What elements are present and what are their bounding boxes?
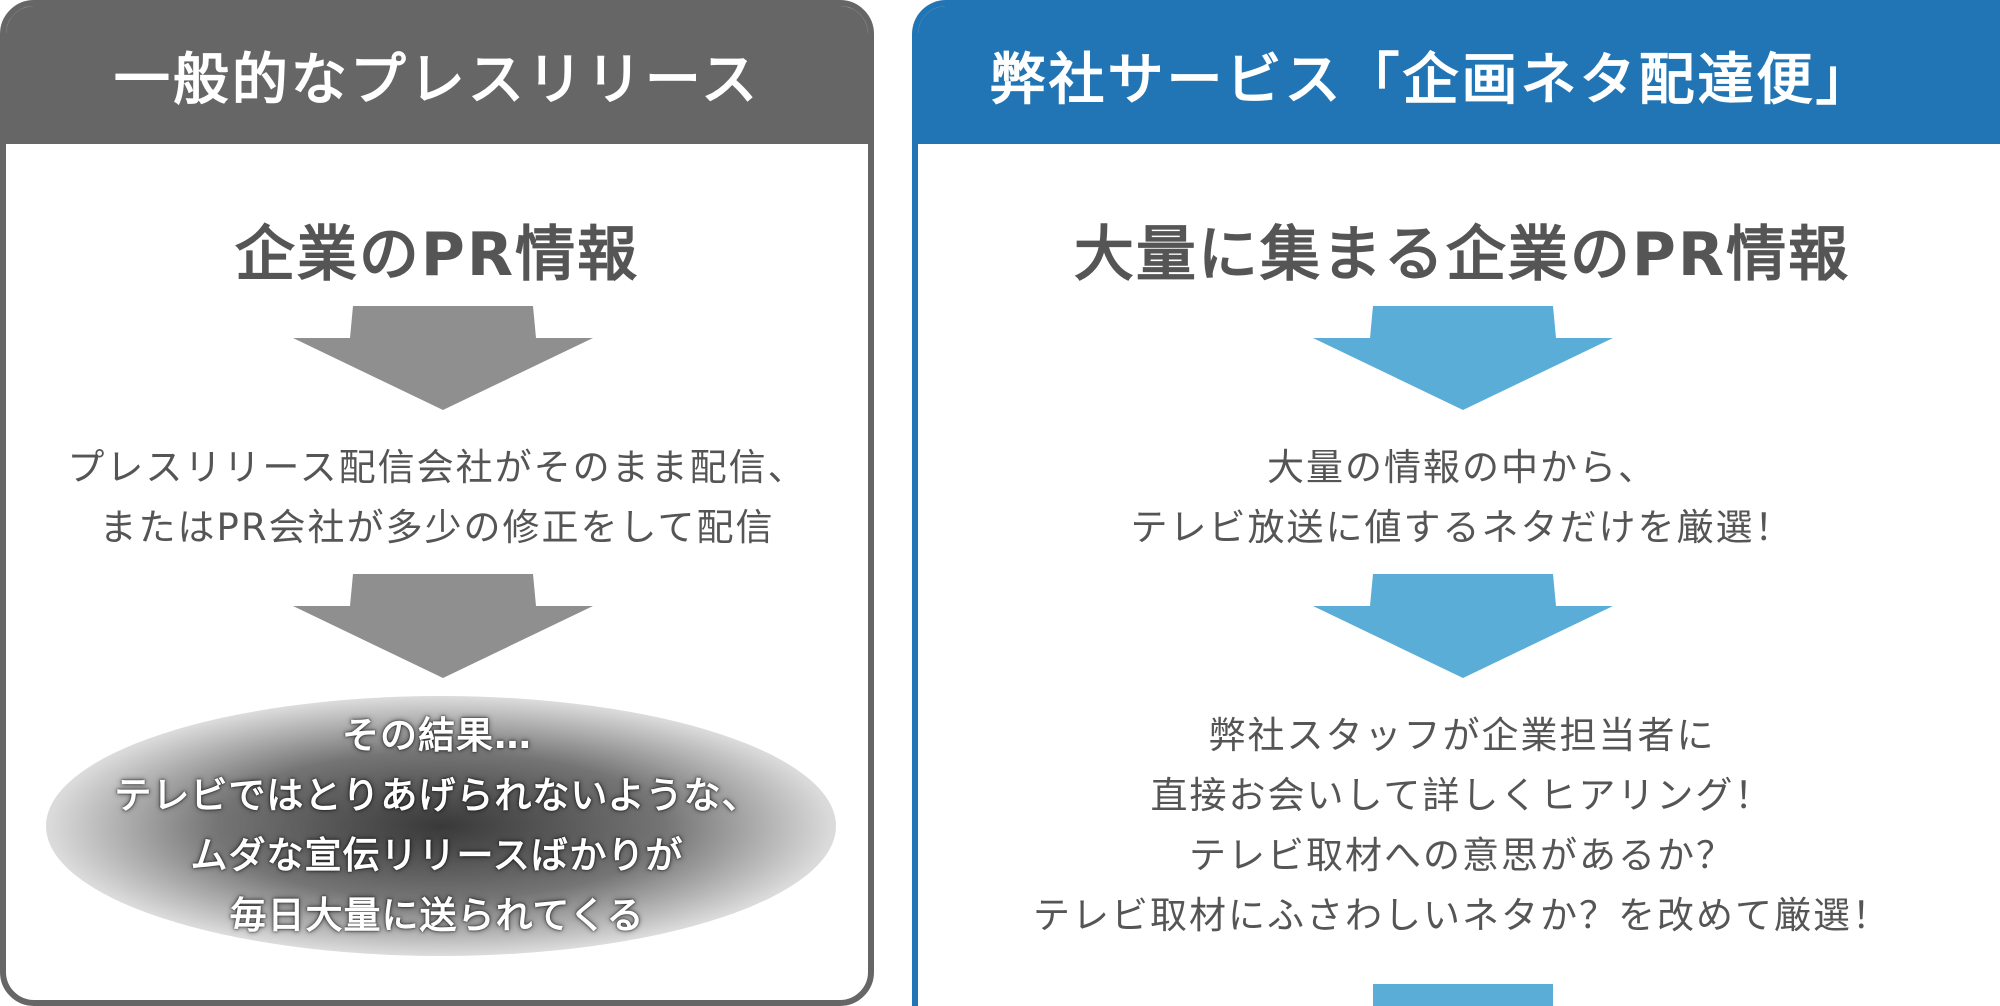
right-panel-title: 弊社サービス「企画ネタ配達便」 <box>989 47 1875 113</box>
right-step1-text: 大量の情報の中から、 テレビ放送に値するネタだけを厳選！ <box>918 438 2000 558</box>
right-down-arrow-2 <box>1313 574 1613 678</box>
left-down-arrow-1 <box>293 306 593 410</box>
left-result-line: 毎日大量に送られてくる <box>229 894 645 937</box>
left-source-label: 企業のPR情報 <box>234 220 640 290</box>
left-down-arrow-2 <box>293 574 593 678</box>
left-panel-title: 一般的なプレスリリース <box>113 47 761 113</box>
left-panel-header: 一般的なプレスリリース <box>6 6 868 144</box>
our-service-panel: 弊社サービス「企画ネタ配達便」 大量に集まる企業のPR情報 大量の情報の中から、… <box>912 0 2000 1006</box>
general-press-release-panel: 一般的なプレスリリース 企業のPR情報 プレスリリース配信会社がそのまま配信、 … <box>0 0 874 1006</box>
left-result-line: テレビではとりあげられないような、 <box>114 774 760 817</box>
right-step2-line: 直接お会いして詳しくヒアリング！ <box>1150 774 1774 817</box>
right-step1-line: 大量の情報の中から、 <box>1267 446 1657 489</box>
right-step2-text: 弊社スタッフが企業担当者に 直接お会いして詳しくヒアリング！ テレビ取材への意思… <box>918 706 2000 946</box>
right-source-label: 大量に集まる企業のPR情報 <box>1073 220 1851 290</box>
left-step1-line: またはPR会社が多少の修正をして配信 <box>99 506 775 549</box>
result-glow-background <box>46 696 836 956</box>
right-step2-line: 弊社スタッフが企業担当者に <box>1208 714 1716 757</box>
right-down-arrow-3 <box>1373 984 1553 1006</box>
left-result-line: ムダな宣伝リリースばかりが <box>190 834 684 877</box>
left-step1-line: プレスリリース配信会社がそのまま配信、 <box>67 446 807 489</box>
left-result-line: その結果… <box>342 714 532 757</box>
right-down-arrow-1 <box>1313 306 1613 410</box>
left-result-text: その結果… テレビではとりあげられないような、 ムダな宣伝リリースばかりが 毎日… <box>6 706 868 946</box>
right-step2-line: テレビ取材にふさわしいネタか？を改めて厳選！ <box>1033 894 1891 937</box>
left-step1-text: プレスリリース配信会社がそのまま配信、 またはPR会社が多少の修正をして配信 <box>6 438 868 558</box>
right-step1-line: テレビ放送に値するネタだけを厳選！ <box>1130 506 1794 549</box>
right-panel-header: 弊社サービス「企画ネタ配達便」 <box>918 6 2000 144</box>
right-step2-line: テレビ取材への意思があるか？ <box>1189 834 1735 877</box>
